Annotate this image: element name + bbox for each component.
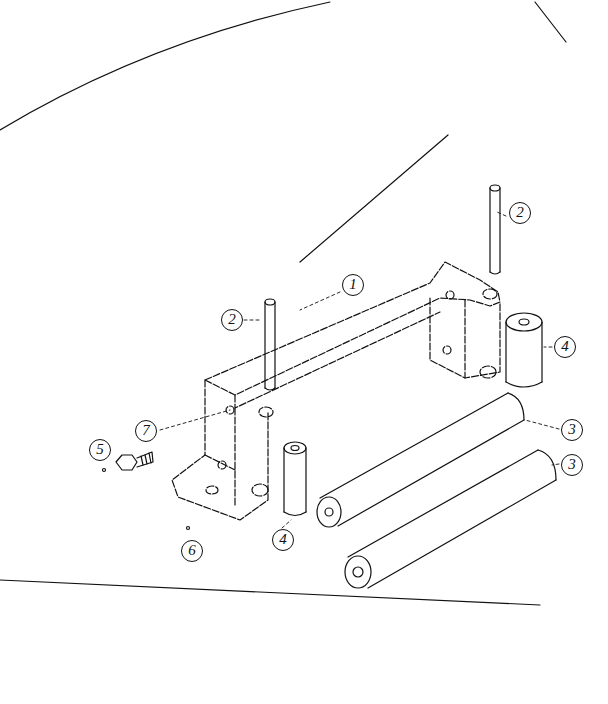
callout-number: 1 <box>342 274 364 296</box>
callout-number: 7 <box>135 420 157 442</box>
frame-bracket <box>172 262 500 520</box>
callout-number: 5 <box>89 439 111 461</box>
callout-number: 2 <box>221 309 243 331</box>
bolt <box>103 452 190 530</box>
sketch-line <box>0 580 540 605</box>
callout-number: 4 <box>272 529 294 551</box>
callout-number: 6 <box>181 540 203 562</box>
sketch-line <box>535 2 566 42</box>
short-roller <box>284 313 542 516</box>
callout-number: 2 <box>509 202 531 224</box>
callout-number: 3 <box>561 419 583 441</box>
sketch-line <box>300 135 448 262</box>
pin <box>265 185 500 390</box>
callout-number: 3 <box>561 454 583 476</box>
roller <box>317 393 556 588</box>
leader-line <box>160 212 559 528</box>
sketch-line <box>0 2 330 130</box>
callout-number: 4 <box>554 336 576 358</box>
